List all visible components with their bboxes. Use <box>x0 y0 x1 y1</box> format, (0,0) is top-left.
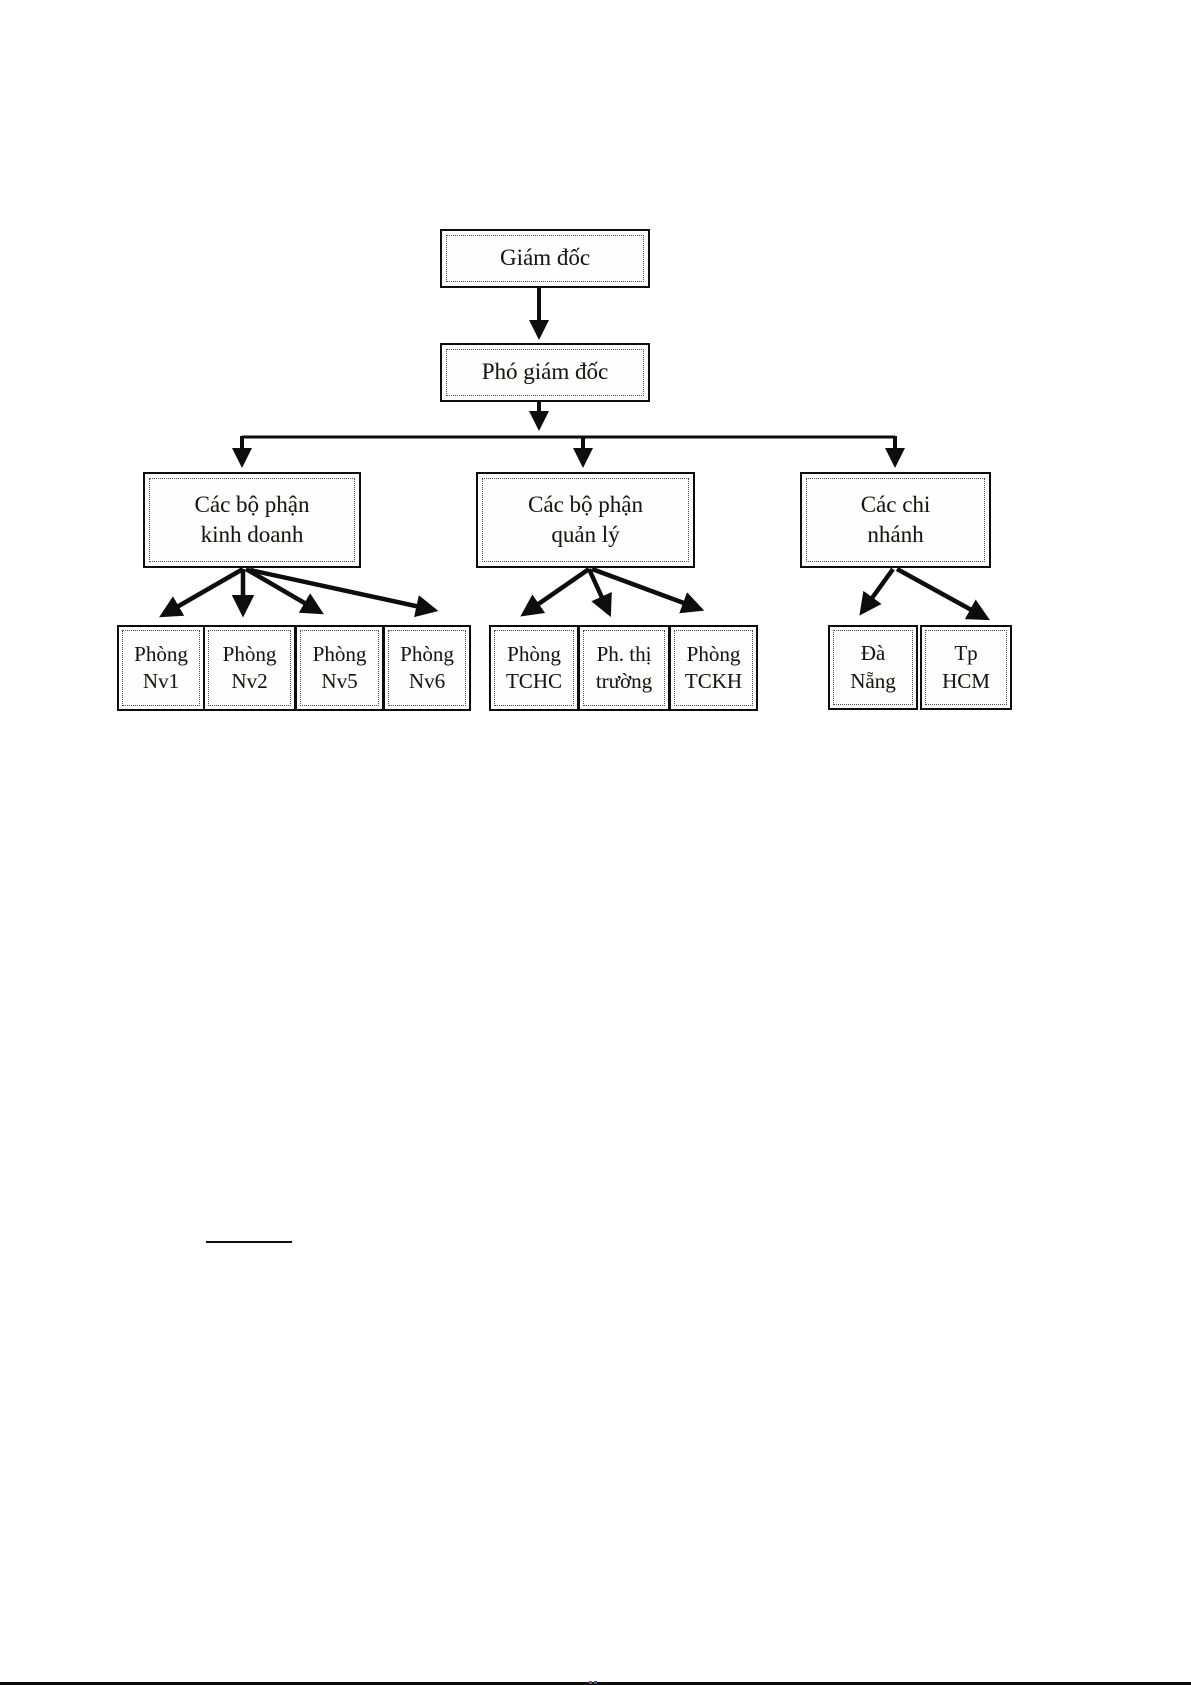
dotted-inner-border: Giám đốc <box>446 235 644 282</box>
node-phong-nv5: Phòng Nv5 <box>295 625 384 711</box>
node-label: Giám đốc <box>499 245 591 271</box>
node-label: Các bộ phận <box>528 491 643 517</box>
dotted-inner-border: Tp HCM <box>925 630 1007 705</box>
node-business-departments: Các bộ phận kinh doanh <box>143 472 361 568</box>
node-branches: Các chi nhánh <box>800 472 991 568</box>
node-phong-tckh: Phòng TCKH <box>669 625 758 711</box>
dotted-inner-border: Các bộ phận kinh doanh <box>149 478 355 562</box>
node-label: Phòng <box>134 641 188 666</box>
node-label: Nv6 <box>408 669 446 693</box>
node-label: Nv2 <box>231 669 268 693</box>
node-label: Phòng <box>686 641 741 666</box>
node-label: Đà <box>860 641 886 666</box>
node-label: Các bộ phận <box>194 491 310 517</box>
node-label: Nv1 <box>142 669 180 693</box>
node-label: HCM <box>942 668 990 693</box>
node-phong-nv2: Phòng Nv2 <box>203 625 296 711</box>
node-label: Phòng <box>312 641 367 666</box>
node-label: Ph. thị <box>596 641 652 666</box>
node-label: nhánh <box>867 522 924 547</box>
footer-artifact <box>594 1681 597 1684</box>
node-label: Phó giám đốc <box>481 359 609 385</box>
dotted-inner-border: Phòng TCKH <box>674 630 753 706</box>
node-label: trường <box>595 669 653 693</box>
dotted-inner-border: Phòng Nv6 <box>388 630 466 706</box>
node-label: Phòng <box>400 641 454 666</box>
node-phong-nv1: Phòng Nv1 <box>117 625 205 711</box>
dotted-inner-border: Đà Nẵng <box>833 630 913 705</box>
node-label: Phòng <box>507 641 561 666</box>
dotted-inner-border: Phòng TCHC <box>494 630 574 706</box>
node-tp-hcm: Tp HCM <box>920 625 1012 710</box>
node-director: Giám đốc <box>440 229 650 288</box>
dotted-inner-border: Ph. thị trường <box>583 630 665 706</box>
node-label: Tp <box>954 641 978 666</box>
dotted-inner-border: Các bộ phận quản lý <box>482 478 689 562</box>
node-deputy-director: Phó giám đốc <box>440 343 650 402</box>
node-label: TCHC <box>505 669 562 693</box>
node-label: Nẵng <box>850 668 896 693</box>
dotted-inner-border: Phó giám đốc <box>446 349 644 396</box>
node-label: Phòng <box>222 641 277 666</box>
node-label: quản lý <box>551 522 620 547</box>
node-ph-thi-truong: Ph. thị trường <box>578 625 670 711</box>
blank-underline <box>206 1241 292 1243</box>
node-management-departments: Các bộ phận quản lý <box>476 472 695 568</box>
node-da-nang: Đà Nẵng <box>828 625 918 710</box>
dotted-inner-border: Các chi nhánh <box>806 478 985 562</box>
node-phong-nv6: Phòng Nv6 <box>383 625 471 711</box>
footer-artifact <box>589 1681 592 1684</box>
node-label: TCKH <box>684 669 743 693</box>
node-label: Nv5 <box>321 669 358 693</box>
dotted-inner-border: Phòng Nv2 <box>208 630 291 706</box>
node-phong-tchc: Phòng TCHC <box>489 625 579 711</box>
dotted-inner-border: Phòng Nv5 <box>300 630 379 706</box>
node-label: Các chi <box>860 491 931 517</box>
node-label: kinh doanh <box>200 522 304 547</box>
dotted-inner-border: Phòng Nv1 <box>122 630 200 706</box>
